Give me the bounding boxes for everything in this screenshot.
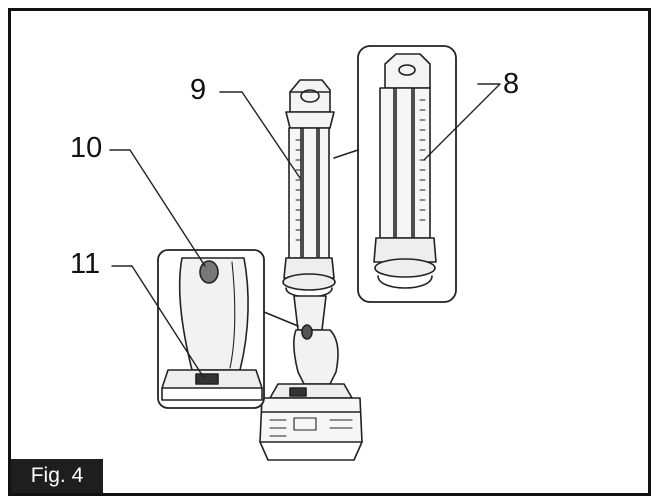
main-tool: [259, 79, 363, 461]
figure-caption: Fig. 4: [11, 459, 103, 493]
callout-9: 9: [190, 74, 207, 106]
callout-10: 10: [70, 132, 103, 164]
inset-handle: [157, 249, 299, 409]
inset-ruler: [333, 45, 457, 303]
callout-8: 8: [503, 68, 520, 100]
leader-lines: [109, 83, 501, 379]
callout-11: 11: [70, 248, 101, 280]
